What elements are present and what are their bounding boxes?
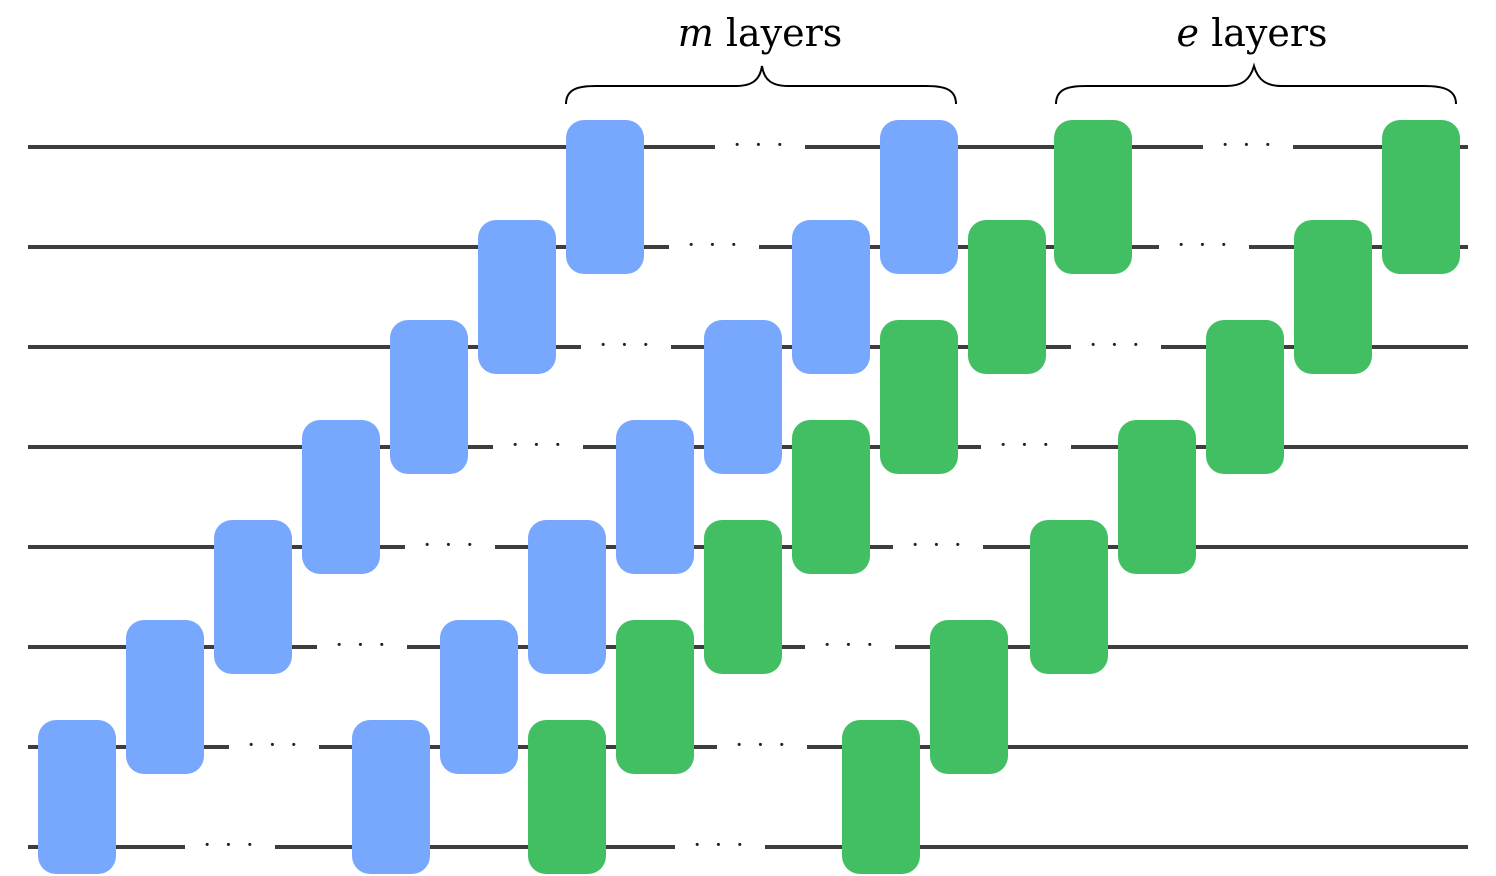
- wire-gap: [1203, 143, 1293, 151]
- ellipsis-dots: · · ·: [733, 131, 786, 159]
- ellipsis-dots: · · ·: [1221, 131, 1274, 159]
- m-layer-gate: [126, 620, 204, 774]
- ellipsis-dots: · · ·: [823, 631, 876, 659]
- e-layers-brace: [1055, 62, 1457, 105]
- wire-gap: [493, 443, 583, 451]
- wire-gap: [1071, 343, 1161, 351]
- m-layer-gate: [302, 420, 380, 574]
- ellipsis-dots: · · ·: [693, 831, 746, 859]
- wire-gap: [185, 843, 275, 851]
- m-layer-gate: [390, 320, 468, 474]
- wire-gap: [893, 543, 983, 551]
- wire-gap: [317, 643, 407, 651]
- m-layer-gate: [478, 220, 556, 374]
- ellipsis-dots: · · ·: [1177, 231, 1230, 259]
- ellipsis-dots: · · ·: [999, 431, 1052, 459]
- ellipsis-dots: · · ·: [735, 731, 788, 759]
- e-layer-gate: [528, 720, 606, 874]
- e-layer-gate: [842, 720, 920, 874]
- m-layers-brace: [565, 65, 957, 105]
- wire-gap: [1159, 243, 1249, 251]
- wire-gap: [675, 843, 765, 851]
- wire-gap: [405, 543, 495, 551]
- e-layer-gate: [1030, 520, 1108, 674]
- m-layer-gate: [616, 420, 694, 574]
- wire-gap: [717, 743, 807, 751]
- e-layer-gate: [968, 220, 1046, 374]
- ellipsis-dots: · · ·: [511, 431, 564, 459]
- m-layer-gate: [792, 220, 870, 374]
- ellipsis-dots: · · ·: [687, 231, 740, 259]
- wire-gap: [669, 243, 759, 251]
- m-layer-gate: [38, 720, 116, 874]
- m-layer-gate: [704, 320, 782, 474]
- wire-gap: [805, 643, 895, 651]
- ellipsis-dots: · · ·: [599, 331, 652, 359]
- ellipsis-dots: · · ·: [423, 531, 476, 559]
- m-symbol: m: [678, 11, 714, 55]
- m-layer-gate: [566, 120, 644, 274]
- e-layer-gate: [1206, 320, 1284, 474]
- e-layer-gate: [704, 520, 782, 674]
- e-layer-gate: [1382, 120, 1460, 274]
- ellipsis-dots: · · ·: [911, 531, 964, 559]
- e-layer-gate: [1118, 420, 1196, 574]
- ellipsis-dots: · · ·: [335, 631, 388, 659]
- m-layer-gate: [214, 520, 292, 674]
- wire-gap: [229, 743, 319, 751]
- e-layer-gate: [880, 320, 958, 474]
- e-layers-label: e layers: [1176, 11, 1327, 55]
- ellipsis-dots: · · ·: [203, 831, 256, 859]
- e-layer-gate: [1054, 120, 1132, 274]
- m-layers-word: layers: [726, 11, 842, 55]
- e-layers-word: layers: [1211, 11, 1327, 55]
- e-layer-gate: [616, 620, 694, 774]
- e-symbol: e: [1176, 11, 1199, 55]
- gates-group: [38, 120, 1460, 874]
- ellipsis-dots: · · ·: [1089, 331, 1142, 359]
- m-layer-gate: [440, 620, 518, 774]
- m-layers-label: m layers: [678, 11, 843, 55]
- wire-gap: [981, 443, 1071, 451]
- wire-gap: [715, 143, 805, 151]
- m-layer-gate: [352, 720, 430, 874]
- e-layer-gate: [1294, 220, 1372, 374]
- wire-gap: [581, 343, 671, 351]
- ellipsis-dots: · · ·: [247, 731, 300, 759]
- ellipsis-gaps-group: · · · · · · · · · · · · · · · · · · · · · · · ·…: [185, 131, 1293, 859]
- m-layer-gate: [880, 120, 958, 274]
- e-layer-gate: [930, 620, 1008, 774]
- e-layer-gate: [792, 420, 870, 574]
- m-layer-gate: [528, 520, 606, 674]
